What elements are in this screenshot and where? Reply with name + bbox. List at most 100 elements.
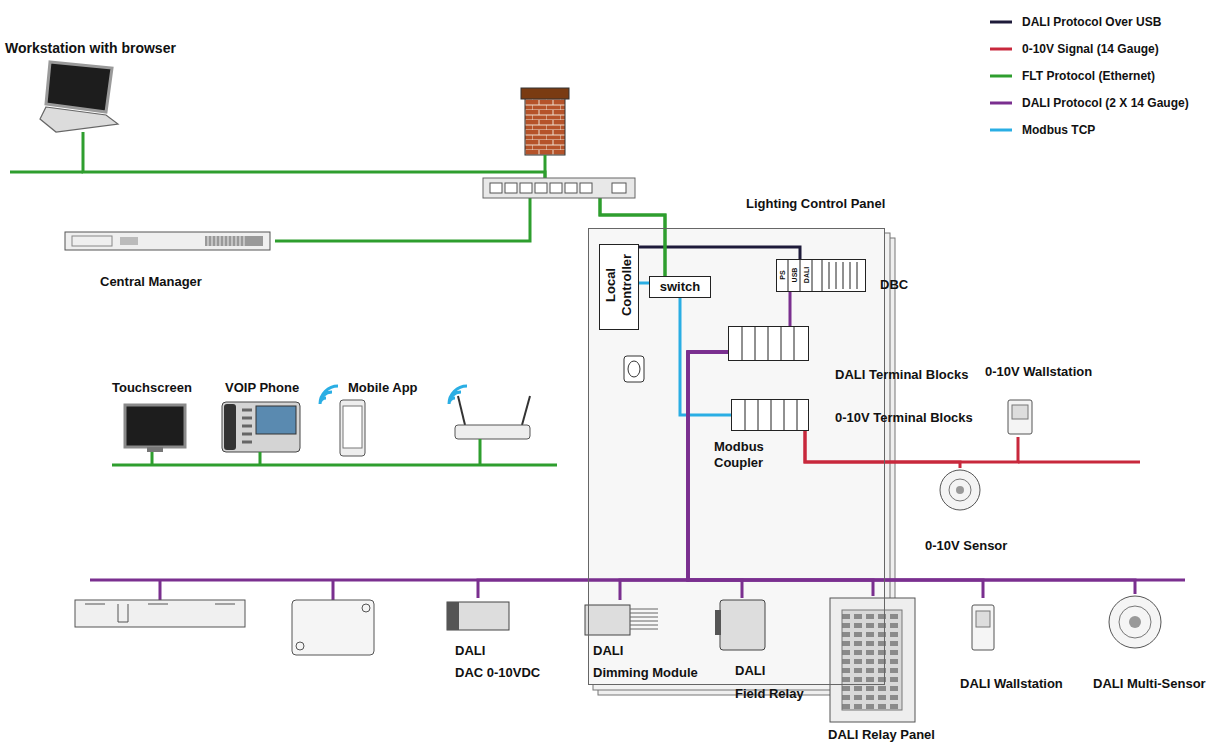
node-label: DALI Multi-Sensor: [1093, 676, 1206, 692]
node-label: VOIP Phone: [225, 380, 299, 396]
wire-connector: [688, 352, 873, 596]
touchscreen-device: Touchscreen: [112, 380, 197, 455]
legend-swatch: [990, 46, 1012, 52]
node-label: Workstation with browser: [5, 40, 176, 57]
node-label: DALI Relay Panel: [828, 727, 935, 743]
node-label: Local Controller: [603, 245, 634, 325]
dbc-module: [776, 259, 866, 292]
wallstation-icon: [1008, 400, 1032, 434]
signal-wire: [1018, 461, 1140, 464]
wire-connector: [639, 282, 649, 285]
phone-device: VOIP Phone: [218, 380, 313, 455]
module-icon: [292, 600, 374, 655]
node-sublabel: Modbus Coupler: [714, 439, 774, 470]
legend-text: Modbus TCP: [1022, 123, 1095, 137]
wire-connector: [789, 292, 792, 326]
dac-device: DALIDAC 0-10VDC: [440, 598, 545, 686]
node-label: 0-10V Wallstation: [985, 364, 1092, 380]
field-relay-icon: [715, 600, 765, 650]
legend-row: FLT Protocol (Ethernet): [990, 62, 1189, 89]
legend-swatch: [990, 127, 1012, 133]
wire-connector: [688, 352, 1135, 594]
server-device: Central Manager: [65, 230, 275, 292]
ethernet-wire: [10, 171, 83, 174]
control-panel: Lighting Control PanelLocal Controllersw…: [588, 228, 885, 685]
dimming-module-icon: [585, 605, 658, 635]
relay-panel-device: DALI Relay Panel: [818, 596, 943, 746]
node-sublabel: DBC: [880, 277, 908, 293]
legend-swatch: [990, 73, 1012, 79]
node-label: Lighting Control Panel: [746, 196, 885, 212]
dbc-module: PSUSBDALIDBC: [776, 259, 866, 292]
mobile-device: Mobile App: [338, 380, 438, 458]
wire-connector: [805, 431, 1018, 462]
node-sublabel: USB: [791, 268, 799, 283]
node-sublabel: DALI: [803, 267, 811, 283]
node-label: 0-10V Terminal Blocks: [835, 410, 973, 426]
wire-connector: [805, 431, 960, 468]
router-icon: [455, 396, 530, 439]
node-label: Central Manager: [100, 274, 202, 290]
dali-bus: [90, 580, 1185, 600]
legend-text: DALI Protocol (2 X 14 Gauge): [1022, 96, 1189, 110]
wire-connector: [688, 352, 742, 598]
dac-icon: [447, 602, 509, 630]
sensor-icon: [940, 470, 980, 510]
legend-line: [990, 128, 1012, 131]
node-label: 0-10V Sensor: [925, 538, 1007, 554]
legend-text: 0-10V Signal (14 Gauge): [1022, 42, 1159, 56]
legend-swatch: [990, 19, 1012, 25]
multi-sensor-device: DALI Multi-Sensor: [1088, 594, 1222, 698]
node-label: DALI Terminal Blocks: [835, 367, 968, 383]
ethernet-wire: [112, 439, 557, 465]
switch-box: switch: [649, 276, 711, 298]
wallstation-device: 0-10V Wallstation: [980, 364, 1105, 437]
legend-line: [990, 47, 1012, 50]
server-icon: [65, 232, 270, 250]
wire-connector: [478, 352, 728, 598]
node-sublabel: DAC 0-10VDC: [455, 665, 540, 681]
node-label: switch: [660, 279, 700, 295]
field-relay-device: DALI Field Relay: [712, 598, 807, 703]
legend-swatch: [990, 100, 1012, 106]
wire-connector: [620, 352, 728, 600]
wire-connector: [83, 132, 665, 276]
phone-icon: [222, 402, 300, 452]
controller-box: Local Controller: [599, 244, 639, 330]
network-switch-icon: [483, 178, 635, 198]
node-label: Touchscreen: [112, 380, 192, 396]
wallstation-device: DALI Wallstation: [955, 598, 1075, 698]
node-label: Mobile App: [348, 380, 418, 396]
legend-row: DALI Protocol (2 X 14 Gauge): [990, 89, 1189, 116]
fixture-icon: [75, 600, 245, 627]
legend-row: DALI Protocol Over USB: [990, 8, 1189, 35]
wire-connector: [688, 352, 983, 598]
firewall-icon: [521, 88, 569, 155]
node-label: DALI: [735, 663, 765, 679]
legend-line: [990, 74, 1012, 77]
node-sublabel: Field Relay: [735, 686, 804, 702]
legend-row: 0-10V Signal (14 Gauge): [990, 35, 1189, 62]
terminal-block: DALI Terminal Blocks: [728, 326, 809, 361]
mobile-icon: [340, 400, 365, 456]
node-label: DALI Wallstation: [960, 676, 1063, 692]
wire-connector: [639, 247, 800, 259]
legend-text: FLT Protocol (Ethernet): [1022, 69, 1155, 83]
legend: DALI Protocol Over USB 0-10V Signal (14 G…: [990, 8, 1189, 143]
legend-line: [990, 101, 1012, 104]
node-sublabel: Dimming Module: [593, 665, 698, 681]
wallstation-icon: [972, 605, 994, 650]
workstation-device: Workstation with browser: [5, 40, 195, 132]
terminal-block: 0-10V Terminal BlocksModbus Coupler: [731, 399, 809, 431]
node-label: PS: [779, 270, 787, 279]
legend-text: DALI Protocol Over USB: [1022, 15, 1161, 29]
touchscreen-icon: [125, 405, 185, 452]
legend-row: Modbus TCP: [990, 116, 1189, 143]
laptop-icon: [40, 62, 118, 132]
terminal-block: [728, 326, 809, 431]
legend-line: [990, 20, 1012, 23]
relay-panel-icon: [830, 598, 915, 722]
multi-sensor-icon: [1109, 596, 1161, 648]
node-label: DALI: [593, 643, 623, 659]
